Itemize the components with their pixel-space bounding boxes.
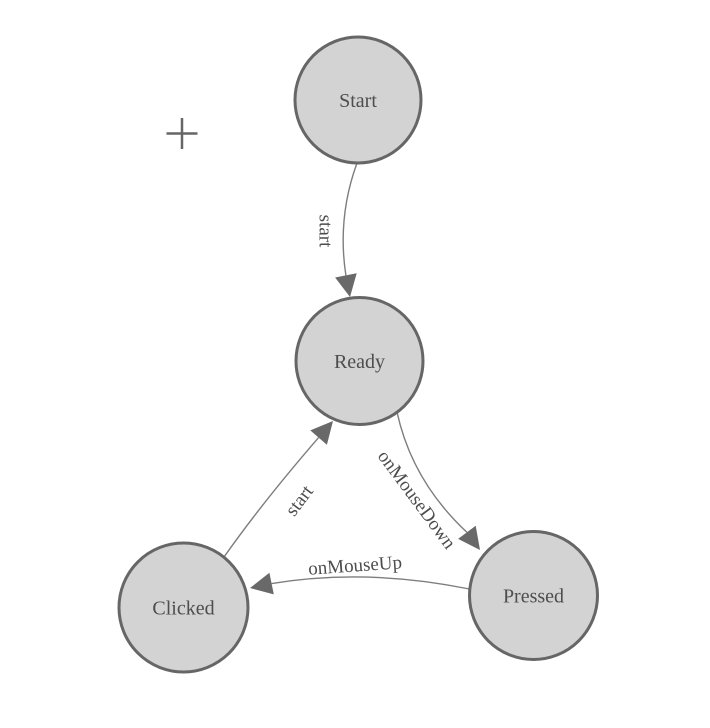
arrowhead-icon <box>458 525 480 550</box>
edge-label-pressed-to-clicked: onMouseUp <box>308 552 403 580</box>
state-node-clicked-label: Clicked <box>152 598 214 620</box>
state-node-ready-circle[interactable] <box>294 296 425 426</box>
arrowhead-icon <box>250 572 274 595</box>
edge-label-clicked-to-ready: start <box>281 481 318 520</box>
crosshair-icon <box>166 118 198 149</box>
state-node-ready[interactable]: Ready <box>294 296 425 426</box>
state-node-clicked[interactable]: Clicked <box>117 541 250 674</box>
edge-ready-to-pressed[interactable]: onMouseDown <box>373 411 480 554</box>
state-node-start-circle[interactable] <box>293 35 423 165</box>
edge-ready-to-pressed-line[interactable] <box>396 411 468 533</box>
edge-start-to-ready-line[interactable] <box>342 162 358 276</box>
edge-pressed-to-clicked-line[interactable] <box>271 576 470 590</box>
edge-pressed-to-clicked[interactable]: onMouseUp <box>250 552 470 595</box>
state-node-start-label: Start <box>339 90 377 112</box>
state-node-start[interactable]: Start <box>293 35 423 165</box>
edge-label-ready-to-pressed: onMouseDown <box>373 447 460 554</box>
arrowhead-icon <box>310 421 333 445</box>
edge-clicked-to-ready-line[interactable] <box>223 437 320 558</box>
edge-clicked-to-ready[interactable]: start <box>223 421 333 558</box>
state-node-ready-label: Ready <box>334 351 385 373</box>
state-node-clicked-circle[interactable] <box>117 541 250 674</box>
edge-start-to-ready[interactable]: start <box>315 162 358 297</box>
state-node-pressed[interactable]: Pressed <box>468 530 599 661</box>
arrowhead-icon <box>335 273 357 297</box>
edge-label-start-to-ready: start <box>315 215 336 248</box>
state-node-pressed-label: Pressed <box>503 586 564 608</box>
state-node-pressed-circle[interactable] <box>468 530 599 661</box>
